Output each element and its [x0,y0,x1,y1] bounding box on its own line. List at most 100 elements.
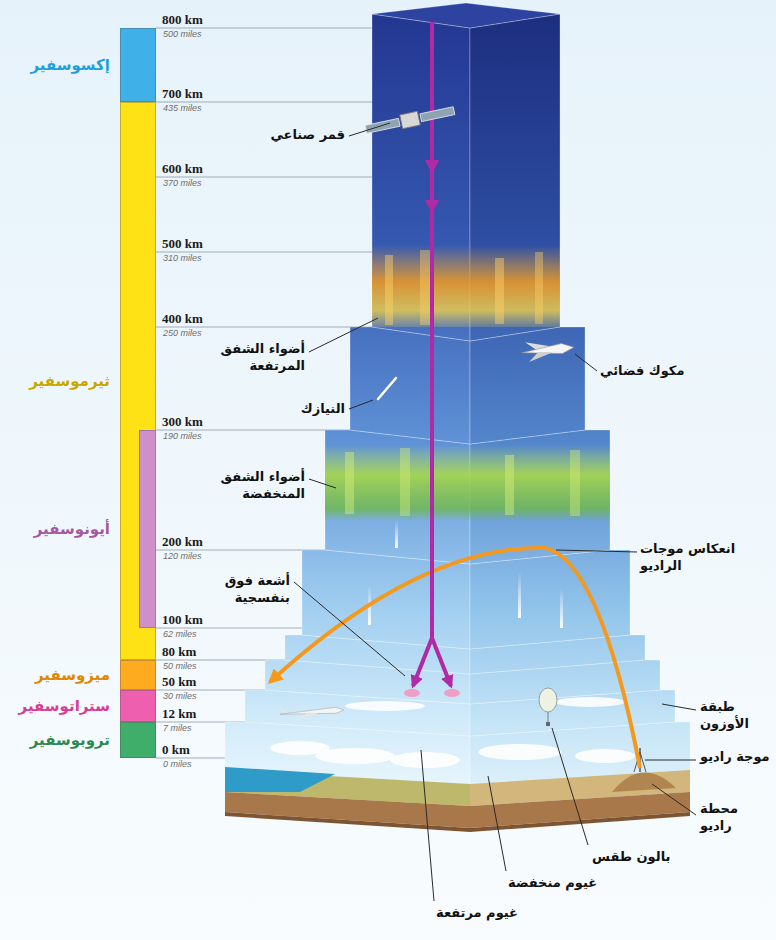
layer-color-bar [120,28,156,102]
leader-lines-part [488,776,506,871]
uv-rays-part [432,638,451,686]
aurora-low-part [325,445,610,520]
weather-balloon-part [539,688,557,712]
leader-lines-part [645,760,696,761]
altitude-km: 400 km [162,311,203,326]
callout-label: أضواء الشفق المنخفضة [195,468,305,502]
uv-rays-part [413,638,432,686]
layer-band: أيونوسفير [6,430,156,628]
leader-lines-part [309,479,336,488]
leader-lines-part [349,123,390,136]
radio-station-part [612,772,676,792]
ground-part [225,767,335,792]
layer-band: تروبوسفير [6,722,156,758]
altitude-km: 500 km [162,236,203,251]
satellite-part [400,111,421,128]
altitude-miles: 190 miles [163,431,202,441]
ground [225,767,690,832]
callout-label: أضواء الشفق المرتفعة [195,340,305,374]
callout-label: بالون طقس [592,848,692,865]
altitude-miles: 310 miles [163,253,202,263]
radio-station-part [640,752,646,772]
clouds-part [315,748,395,764]
altitude-miles: 370 miles [163,178,202,188]
aurora-high-part [420,250,430,325]
tower-steps-part [225,722,470,806]
layer-name: إكسوسفير [30,56,110,74]
callout-label: النيازك [265,400,345,417]
layer-name: أيونوسفير [34,520,110,538]
aurora-low-part [400,448,410,516]
clouds-part [555,697,625,707]
layer-band: ثيرموسفير [6,102,156,660]
weather-balloon [539,688,557,726]
altitude-km: 200 km [162,534,203,549]
aurora-low-part [505,455,514,515]
altitude-miles: 62 miles [163,629,197,639]
layer-color-bar [139,430,156,628]
altitude-km: 700 km [162,86,203,101]
uv-rays-part [404,689,420,697]
altitude-miles: 7 miles [163,723,192,733]
radio-station [612,748,676,792]
altitude-miles: 0 miles [163,759,192,769]
layer-color-bar [120,722,156,758]
layer-name: ستراتوسفير [19,697,110,715]
altitude-miles: 50 miles [163,661,197,671]
callout-label: محطة راديو [700,800,770,834]
leader-lines [294,123,696,901]
altitude-miles: 30 miles [163,691,197,701]
aurora-low [325,445,610,520]
callout-label: مكوك فضائي [600,362,720,379]
layer-color-bar [120,660,156,690]
leader-lines-part [309,318,378,352]
aurora-low-part [570,450,580,516]
altitude-miles: 120 miles [163,551,202,561]
altitude-km: 12 km [162,706,196,721]
layer-name: ثيرموسفير [29,372,110,390]
leader-lines-part [294,582,405,676]
altitude-km: 800 km [162,12,203,27]
satellite [365,104,456,136]
aurora-high-part [372,245,560,327]
altitude-km: 100 km [162,612,203,627]
meteors-part [560,588,563,628]
uv-rays-part [425,160,439,174]
meteors-part [518,572,521,618]
ground-part [225,792,690,828]
tower-steps-part [372,3,560,28]
altitude-km: 80 km [162,644,196,659]
leader-lines-part [662,704,696,710]
meteors-part [395,520,398,548]
callout-label: انعكاس موجات الراديو [640,540,770,574]
leader-lines-part [575,354,597,371]
altitude-miles: 250 miles [163,328,202,338]
layer-color-bar [120,690,156,722]
weather-balloon-part [548,712,549,722]
weather-balloon-part [546,722,550,726]
layer-name: ميزوسفير [35,666,110,684]
clouds-part [345,701,425,711]
space-shuttle [521,337,575,362]
tower-steps-part [470,327,585,444]
meteors-part [378,378,396,399]
layer-band: إكسوسفير [6,28,156,102]
ground-part [225,812,690,832]
clouds-part [390,752,460,768]
airplane-part [279,707,288,714]
clouds [270,697,635,768]
aurora-low-part [345,452,354,514]
uv-rays-part [444,689,460,697]
tower-steps-part [350,327,470,444]
altitude-km: 600 km [162,161,203,176]
callout-label: أشعة فوق بنفسجية [205,572,290,606]
altitude-miles: 500 miles [163,29,202,39]
callout-label: طبقة الأوزون [700,698,770,732]
callout-label: غيوم منخفضة [508,874,618,891]
altitude-km: 300 km [162,414,203,429]
leader-lines-part [652,784,696,815]
callout-label: قمر صناعي [235,126,345,143]
leader-lines-part [552,728,588,845]
